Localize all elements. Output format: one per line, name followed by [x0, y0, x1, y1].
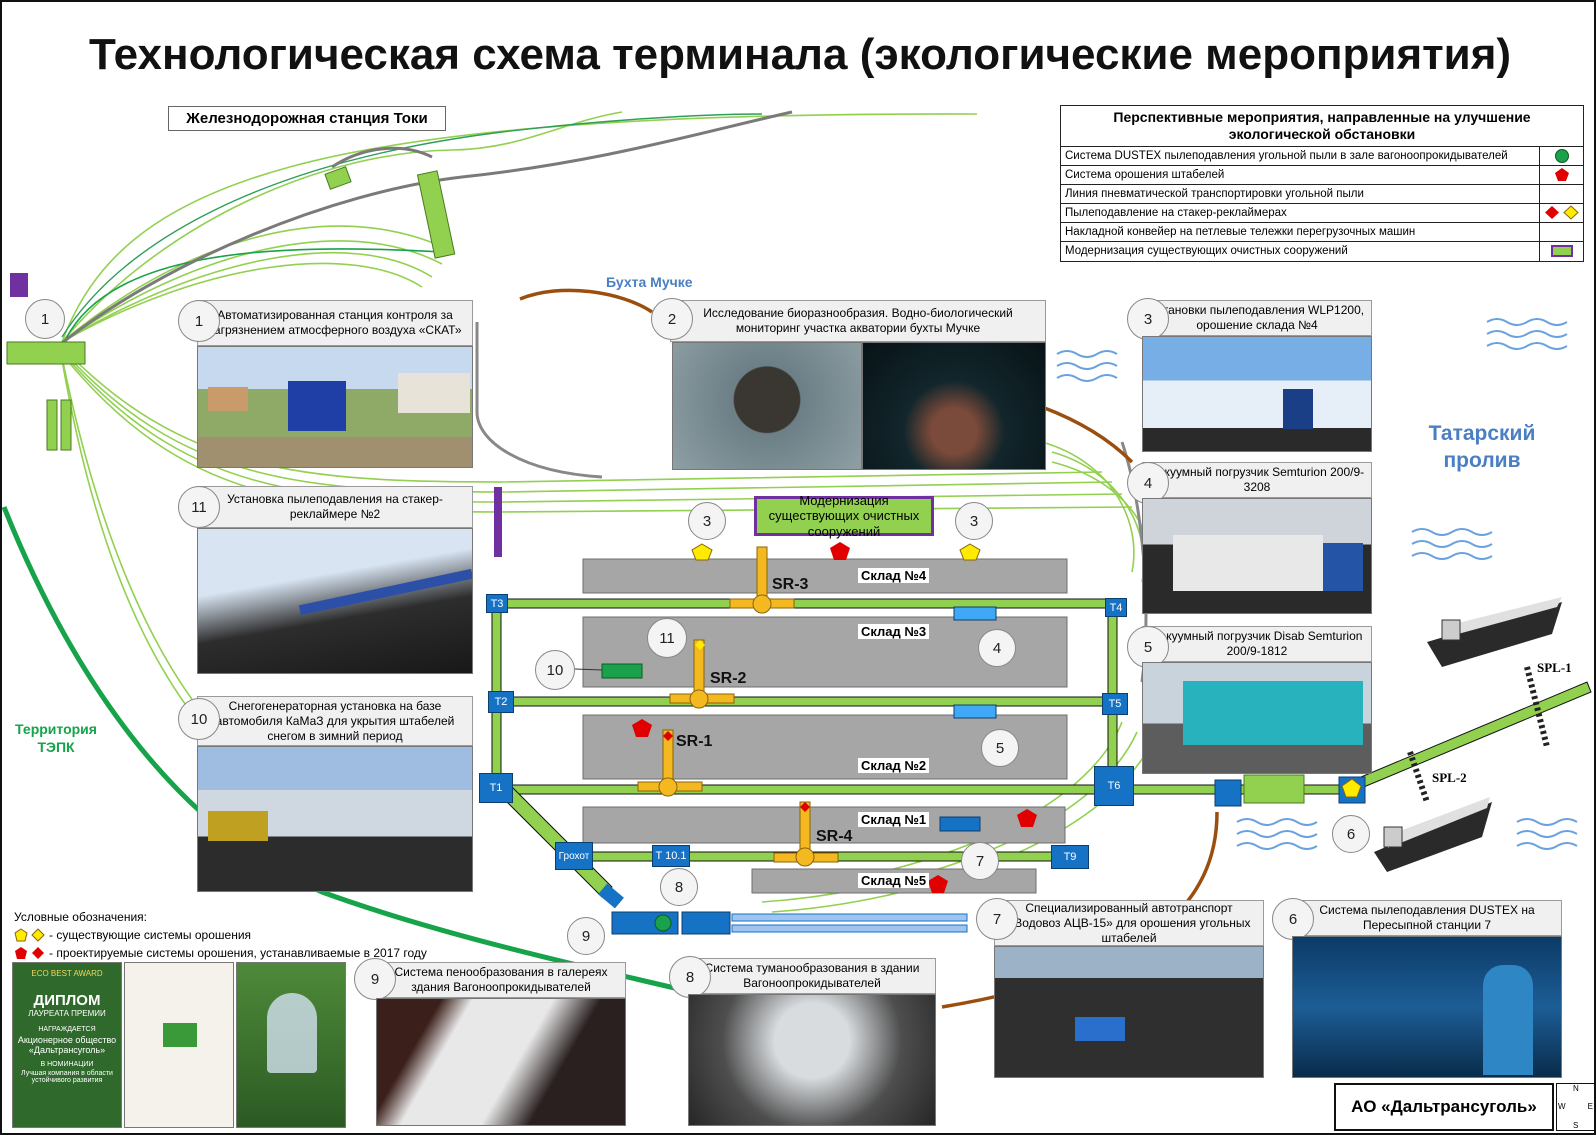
warehouse-4-label: Склад №4 [858, 568, 930, 583]
bay-label: Бухта Мучке [606, 274, 693, 290]
red-markers-icon [15, 947, 44, 959]
crab-photo [862, 342, 1046, 470]
card-caption: Вакуумный погрузчик Disab Semturion 200/… [1142, 626, 1372, 662]
card-number: 8 [669, 956, 711, 998]
map-marker: 8 [660, 868, 698, 906]
seal-photo [672, 342, 862, 470]
modernization-box: Модернизация существующих очистных соору… [754, 493, 934, 539]
stacker-reclaimers [637, 546, 839, 867]
node-t10-1: T 10.1 [652, 845, 690, 867]
waves [1056, 318, 1578, 850]
tepk-label: Территория ТЭПК [15, 721, 97, 756]
company-name: АО «Дальтрансуголь» [1334, 1083, 1554, 1131]
sr2-label: SR-2 [710, 670, 747, 687]
card-caption: Установки пылеподавления WLP1200, орошен… [1142, 300, 1372, 336]
map-marker: 3 [955, 502, 993, 540]
card-number: 2 [651, 298, 693, 340]
node-t9: T9 [1051, 845, 1089, 869]
card-caption: Автоматизированная станция контроля за з… [197, 300, 473, 346]
legend-row: Пылеподавление на стакер-реклаймерах [1061, 203, 1583, 223]
legend-row: Накладной конвейер на петлевые тележки п… [1061, 222, 1583, 242]
card-caption: Установка пылеподавления на стакер-рекла… [197, 486, 473, 528]
snow-generator-photo [197, 746, 473, 892]
map-marker: 9 [567, 917, 605, 955]
planned-legend-text: - проектируемые системы орошения, устана… [49, 946, 427, 960]
card-caption: Система пенообразования в галереях здани… [376, 962, 626, 998]
red-yellow-diamond-icon [1544, 205, 1579, 220]
node-t4: T4 [1105, 598, 1127, 617]
fog-system-photo [688, 994, 936, 1126]
warehouse-2-label: Склад №2 [858, 758, 930, 773]
water-truck-photo [994, 946, 1264, 1078]
card-number: 10 [178, 698, 220, 740]
card-number: 6 [1272, 898, 1314, 940]
node-t2: T2 [488, 691, 514, 713]
trophy-image [236, 962, 346, 1128]
foam-system-photo [376, 998, 626, 1126]
page-title: Технологическая схема терминала (экологи… [88, 30, 1512, 79]
bottom-legend-title: Условные обозначения: [14, 910, 147, 924]
map-marker: 1 [25, 299, 65, 339]
node-t6: T6 [1094, 766, 1134, 806]
red-pentagon-icon [1554, 168, 1569, 182]
card-number: 5 [1127, 626, 1169, 668]
card-number: 9 [354, 958, 396, 1000]
map-marker: 3 [688, 502, 726, 540]
map-marker: 5 [981, 729, 1019, 767]
warehouse-3-label: Склад №3 [858, 624, 930, 639]
sr3-label: SR-3 [772, 576, 809, 593]
map-marker: 6 [1332, 815, 1370, 853]
purple-rect-icon [1550, 245, 1573, 258]
map-marker: 4 [978, 629, 1016, 667]
certificate-image [124, 962, 234, 1128]
existing-legend-text: - существующие системы орошения [49, 928, 252, 942]
legend-header: Перспективные мероприятия, направленные … [1061, 106, 1583, 147]
vacuum-loader-photo [1142, 498, 1372, 614]
strait-label: Татарский пролив [1428, 422, 1536, 473]
node-t5: T5 [1102, 693, 1128, 715]
stacker-photo [197, 528, 473, 674]
card-caption: Вакуумный погрузчик Semturion 200/9-3208 [1142, 462, 1372, 498]
bottom-legend: Условные обозначения: - существующие сис… [14, 908, 427, 962]
skat-station-photo [197, 346, 473, 468]
card-caption: Специализированный автотранспорт «Водово… [994, 900, 1264, 946]
legend-row: Модернизация существующих очистных соору… [1061, 241, 1583, 261]
card-caption: Система туманообразования в здании Вагон… [688, 958, 936, 994]
card-number: 11 [178, 486, 220, 528]
sr4-label: SR-4 [816, 828, 853, 845]
compass-icon: N W E S [1556, 1083, 1594, 1131]
sr1-label: SR-1 [676, 733, 713, 750]
card-caption: Система пылеподавления DUSTEX на Пересып… [1292, 900, 1562, 936]
wlp-photo [1142, 336, 1372, 452]
card-number: 4 [1127, 462, 1169, 504]
green-circle-icon [1554, 148, 1569, 163]
legend-row: Система орошения штабелей [1061, 165, 1583, 185]
dustex-photo [1292, 936, 1562, 1078]
map-marker: 10 [535, 650, 575, 690]
legend-row: Линия пневматической транспортировки уго… [1061, 184, 1583, 204]
spl1-label: SPL-1 [1537, 660, 1572, 675]
node-t1: T1 [479, 773, 513, 803]
node-grokhot: Грохот [555, 842, 593, 870]
disab-photo [1142, 662, 1372, 774]
diploma-image: ECO BEST AWARD ДИПЛОМ ЛАУРЕАТА ПРЕМИИ НА… [12, 962, 122, 1128]
ships [1374, 597, 1562, 872]
measures-legend: Перспективные мероприятия, направленные … [1060, 105, 1584, 262]
card-caption: Исследование биоразнообразия. Водно-биол… [670, 300, 1046, 342]
map-marker: 7 [961, 842, 999, 880]
card-number: 7 [976, 898, 1018, 940]
legend-row: Система DUSTEX пылеподавления угольной п… [1061, 146, 1583, 166]
warehouse-5-label: Склад №5 [858, 873, 930, 888]
card-number: 1 [178, 300, 220, 342]
node-t3: T3 [486, 594, 508, 613]
card-caption: Снегогенераторная установка на базе авто… [197, 696, 473, 746]
station-label: Железнодорожная станция Токи [168, 106, 446, 131]
warehouse-1-label: Склад №1 [858, 812, 930, 827]
yellow-markers-icon [14, 928, 45, 942]
spl2-label: SPL-2 [1432, 770, 1467, 785]
map-marker: 11 [647, 618, 687, 658]
card-number: 3 [1127, 298, 1169, 340]
